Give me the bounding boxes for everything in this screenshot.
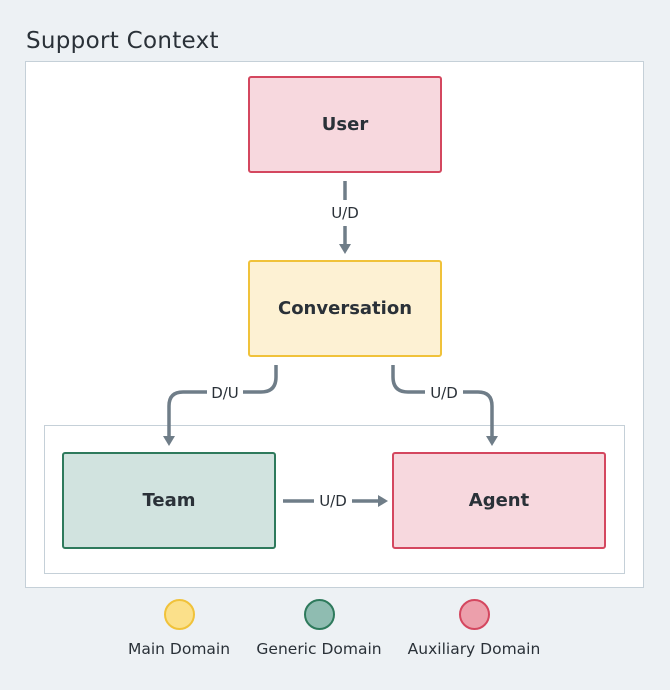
legend-item-generic: Generic Domain xyxy=(254,599,384,658)
legend-item-main: Main Domain xyxy=(127,599,231,658)
arrowhead-icon xyxy=(378,495,388,507)
green-circle-icon xyxy=(303,599,335,630)
legend-label-main: Main Domain xyxy=(127,640,231,658)
connector-conversation-team: D/U xyxy=(163,365,278,446)
context-title: Support Context xyxy=(26,28,219,54)
red-circle-icon xyxy=(458,599,490,630)
arrowhead-icon xyxy=(486,436,498,446)
legend-label-auxiliary: Auxiliary Domain xyxy=(407,640,541,658)
connector-conversation-agent: U/D xyxy=(391,365,498,446)
yellow-circle-icon xyxy=(163,599,195,630)
arrowhead-icon xyxy=(163,436,175,446)
node-user[interactable]: User xyxy=(248,76,442,173)
connector-label-conversation-team: D/U xyxy=(211,384,239,402)
connector-label-team-agent: U/D xyxy=(319,492,347,510)
node-team[interactable]: Team xyxy=(62,452,276,549)
connector-team-agent: U/D xyxy=(283,492,388,510)
connector-label-user-conversation: U/D xyxy=(331,204,359,222)
node-label: Team xyxy=(142,490,196,511)
node-label: Conversation xyxy=(277,298,413,319)
connector-user-conversation: U/D xyxy=(331,181,359,254)
connector-label-conversation-agent: U/D xyxy=(430,384,458,402)
legend-label-generic: Generic Domain xyxy=(256,640,382,658)
node-label: Agent xyxy=(468,490,530,511)
legend-item-auxiliary: Auxiliary Domain xyxy=(404,599,544,658)
node-agent[interactable]: Agent xyxy=(392,452,606,549)
node-label: User xyxy=(321,114,369,135)
node-conversation[interactable]: Conversation xyxy=(248,260,442,357)
arrowhead-icon xyxy=(339,244,351,254)
